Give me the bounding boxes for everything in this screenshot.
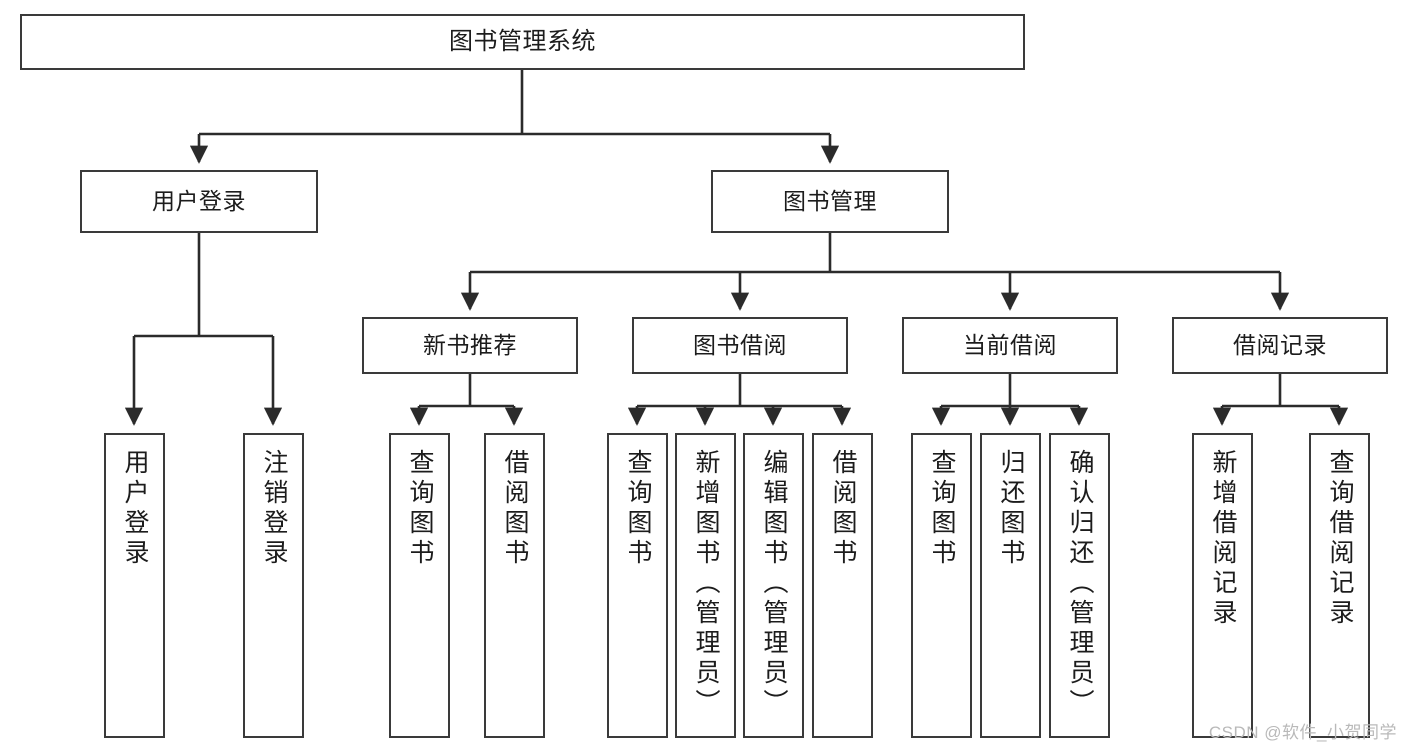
node-book-management[interactable]: 图书管理 — [711, 170, 949, 233]
leaf-book-borrow-borrow[interactable]: 借阅图书 — [812, 433, 873, 738]
node-label: 查询图书 — [406, 449, 434, 569]
leaf-new-book-query[interactable]: 查询图书 — [389, 433, 450, 738]
node-new-book-recommend[interactable]: 新书推荐 — [362, 317, 578, 374]
node-book-borrow[interactable]: 图书借阅 — [632, 317, 848, 374]
node-label: 查询图书 — [928, 449, 956, 569]
node-label: 用户登录 — [121, 449, 149, 569]
node-label: 编辑图书（管理员） — [760, 449, 788, 719]
leaf-user-login-login[interactable]: 用户登录 — [104, 433, 165, 738]
node-label: 查询借阅记录 — [1326, 449, 1354, 629]
node-label: 图书管理 — [783, 187, 877, 214]
node-user-login[interactable]: 用户登录 — [80, 170, 318, 233]
node-root-book-management-system[interactable]: 图书管理系统 — [20, 14, 1025, 70]
node-label: 确认归还（管理员） — [1066, 449, 1094, 719]
node-label: 当前借阅 — [963, 331, 1057, 358]
leaf-current-borrow-confirm-return[interactable]: 确认归还（管理员） — [1049, 433, 1110, 738]
node-label: 注销登录 — [260, 449, 288, 569]
node-label: 借阅图书 — [829, 449, 857, 569]
node-label: 图书借阅 — [693, 331, 787, 358]
leaf-user-login-logout[interactable]: 注销登录 — [243, 433, 304, 738]
node-label: 图书管理系统 — [449, 27, 596, 55]
node-borrow-record[interactable]: 借阅记录 — [1172, 317, 1388, 374]
watermark: CSDN @软件_小贺同学 — [1208, 723, 1397, 742]
leaf-new-book-borrow[interactable]: 借阅图书 — [484, 433, 545, 738]
node-label: 新增图书（管理员） — [692, 449, 720, 719]
node-label: 查询图书 — [624, 449, 652, 569]
leaf-current-borrow-return[interactable]: 归还图书 — [980, 433, 1041, 738]
leaf-current-borrow-query[interactable]: 查询图书 — [911, 433, 972, 738]
leaf-book-borrow-query[interactable]: 查询图书 — [607, 433, 668, 738]
node-label: 归还图书 — [997, 449, 1025, 569]
node-label: 新书推荐 — [423, 331, 517, 358]
leaf-book-borrow-add[interactable]: 新增图书（管理员） — [675, 433, 736, 738]
node-label: 借阅记录 — [1233, 331, 1327, 358]
node-current-borrow[interactable]: 当前借阅 — [902, 317, 1118, 374]
node-label: 新增借阅记录 — [1209, 449, 1237, 629]
node-label: 借阅图书 — [501, 449, 529, 569]
leaf-borrow-record-add[interactable]: 新增借阅记录 — [1192, 433, 1253, 738]
leaf-book-borrow-edit[interactable]: 编辑图书（管理员） — [743, 433, 804, 738]
leaf-borrow-record-query[interactable]: 查询借阅记录 — [1309, 433, 1370, 738]
node-label: 用户登录 — [152, 187, 246, 214]
